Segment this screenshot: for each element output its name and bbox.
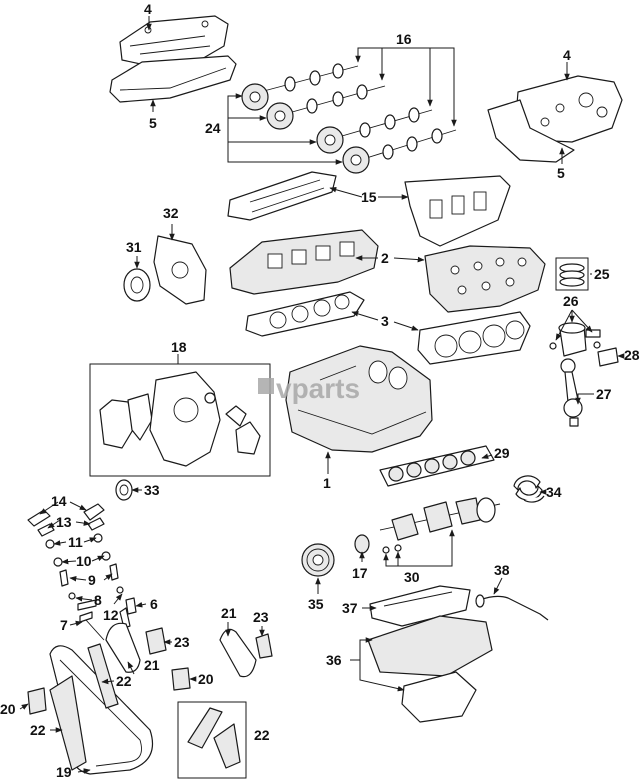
callout-17: 17 (352, 565, 368, 581)
valve-cover-gasket-left[interactable] (109, 55, 237, 103)
watermark-text: vparts (276, 373, 360, 404)
callout-20: 20 (198, 671, 214, 687)
cam-housing-left[interactable] (227, 171, 337, 221)
timing-cover[interactable] (99, 371, 261, 467)
thrust-washers[interactable] (513, 475, 545, 503)
guide-kit[interactable] (187, 707, 241, 769)
callout-36: 36 (326, 652, 342, 668)
timing-cover-box (89, 363, 271, 477)
callout-3: 3 (381, 313, 389, 329)
callout-25: 25 (594, 266, 610, 282)
callout-2: 2 (381, 250, 389, 266)
callout-22: 22 (116, 673, 132, 689)
callout-12: 12 (103, 607, 119, 623)
head-gasket-left[interactable] (245, 291, 365, 337)
head-gasket-right[interactable] (417, 311, 531, 365)
callout-18: 18 (171, 339, 187, 355)
callout-9: 9 (88, 572, 96, 588)
guide-kit-box (177, 701, 247, 779)
cam-sprockets[interactable] (241, 83, 370, 174)
leader-lines (19, 16, 625, 774)
callout-24: 24 (205, 120, 221, 136)
callout-35: 35 (308, 596, 324, 612)
callout-21: 21 (221, 605, 237, 621)
callout-10: 10 (76, 553, 92, 569)
main-bearings[interactable] (379, 445, 495, 487)
callout-5: 5 (557, 165, 565, 181)
callout-20: 20 (0, 701, 16, 717)
chain-tensioners[interactable] (27, 627, 273, 715)
crank-sprocket[interactable] (354, 534, 370, 554)
callout-5: 5 (149, 115, 157, 131)
callout-22: 22 (30, 722, 46, 738)
cylinder-head-left[interactable] (229, 229, 379, 295)
valvetrain-parts[interactable] (27, 503, 137, 641)
chain-guide-right[interactable] (87, 643, 119, 709)
watermark-logo: vparts (258, 373, 360, 404)
callout-37: 37 (342, 600, 358, 616)
oil-pan[interactable] (367, 615, 493, 723)
piston-rings-box (555, 257, 589, 291)
callout-15: 15 (361, 189, 377, 205)
valve-cover-gasket-right[interactable] (487, 99, 575, 163)
rod-bearing[interactable] (597, 347, 619, 367)
cover-plate[interactable] (153, 235, 207, 305)
callout-27: 27 (596, 386, 612, 402)
chain-guide-left[interactable] (49, 675, 87, 771)
connecting-rod[interactable] (560, 358, 583, 427)
dipstick-tube[interactable] (475, 594, 549, 621)
callout-11: 11 (68, 534, 83, 550)
engine-block[interactable] (285, 345, 433, 453)
callout-32: 32 (163, 205, 179, 221)
crank-pulley[interactable] (301, 543, 335, 577)
callout-4: 4 (563, 47, 571, 63)
valve-cover-right[interactable] (515, 75, 623, 143)
callout-7: 7 (60, 617, 68, 633)
crank-rear-seal[interactable] (115, 479, 133, 501)
piston[interactable] (549, 322, 601, 357)
callout-29: 29 (494, 445, 510, 461)
callout-1: 1 (323, 475, 331, 491)
callout-23: 23 (174, 634, 190, 650)
timing-chain-small[interactable] (219, 628, 257, 678)
callout-33: 33 (144, 482, 160, 498)
callout-4: 4 (144, 1, 152, 17)
callout-16: 16 (396, 31, 412, 47)
timing-chain-secondary[interactable] (105, 622, 141, 673)
crankshaft[interactable] (379, 497, 501, 554)
callout-8: 8 (94, 592, 102, 608)
callout-13: 13 (56, 514, 72, 530)
callout-23: 23 (253, 609, 269, 625)
cylinder-head-right[interactable] (424, 245, 546, 313)
callout-34: 34 (546, 484, 562, 500)
camshafts[interactable] (259, 63, 457, 161)
callout-38: 38 (494, 562, 510, 578)
callout-31: 31 (126, 239, 142, 255)
callout-26: 26 (563, 293, 579, 309)
cam-housing-right[interactable] (404, 175, 511, 247)
crank-front-seal[interactable] (123, 268, 151, 302)
callout-30: 30 (404, 569, 420, 585)
callout-21: 21 (144, 657, 160, 673)
callout-6: 6 (150, 596, 158, 612)
callout-28: 28 (624, 347, 640, 363)
oil-pan-baffle[interactable] (369, 585, 471, 627)
callout-22: 22 (254, 727, 270, 743)
callout-14: 14 (51, 493, 67, 509)
piston-rings[interactable] (559, 263, 585, 287)
callout-19: 19 (56, 764, 72, 780)
